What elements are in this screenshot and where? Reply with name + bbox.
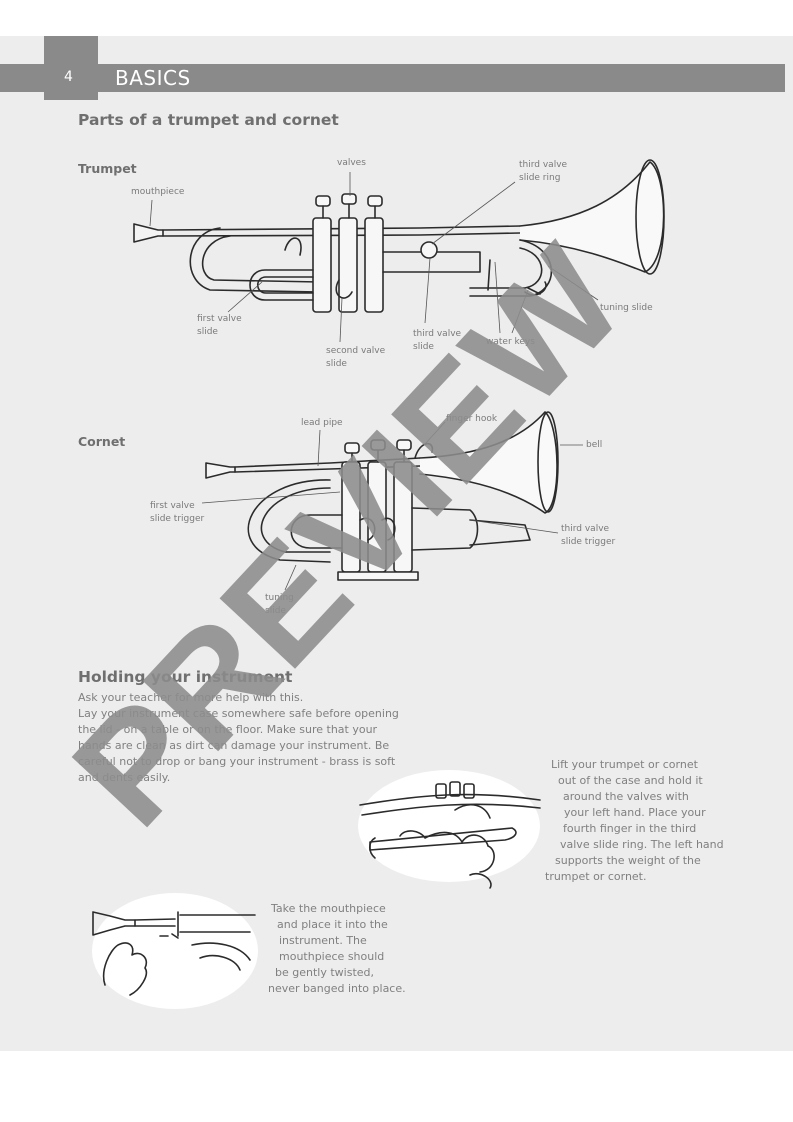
label-bell: bell [586,440,603,450]
label-third-valve-slide: third valve slide [413,329,462,352]
trumpet-heading: Trumpet [78,161,137,176]
label-tuning-slide-cornet: tuning slide [265,593,294,616]
holding-paragraph-2: Lay your instrument case somewhere safe … [78,707,399,784]
hands-mouthpiece-drawing [92,911,256,996]
holding-title: Holding your instrument [78,668,293,686]
holding-body: Ask your teacher for more help with this… [78,690,408,786]
label-third-valve-slide-trigger: third valve slide trigger [561,524,616,547]
label-valves: valves [337,158,366,168]
page-number: 4 [64,69,73,85]
section-title: BASICS [115,66,191,90]
header-tab [44,36,98,100]
label-first-valve-slide-trigger: first valve slide trigger [150,501,205,524]
trumpet-drawing [133,159,665,313]
label-third-valve-slide-ring: third valve slide ring [519,160,568,183]
label-leaders [149,172,599,591]
label-water-keys: water keys [486,337,535,347]
header-bar [0,64,785,92]
cornet-drawing [205,411,559,581]
label-second-valve-slide: second valve slide [326,346,386,369]
hands-holding-trumpet-drawing [359,781,541,889]
label-first-valve-slide: first valve slide [197,314,242,337]
parts-title: Parts of a trumpet and cornet [78,111,339,129]
cornet-heading: Cornet [78,434,126,449]
caption-lift: Lift your trumpet or cornet out of the c… [545,758,724,883]
caption-mouthpiece: Take the mouthpiece and place it into th… [268,902,406,995]
label-mouthpiece: mouthpiece [131,187,185,197]
label-finger-hook: finger hook [446,414,498,424]
label-tuning-slide-trumpet: tuning slide [600,303,653,313]
label-lead-pipe: lead pipe [301,418,343,428]
holding-paragraph-1: Ask your teacher for more help with this… [78,691,304,704]
